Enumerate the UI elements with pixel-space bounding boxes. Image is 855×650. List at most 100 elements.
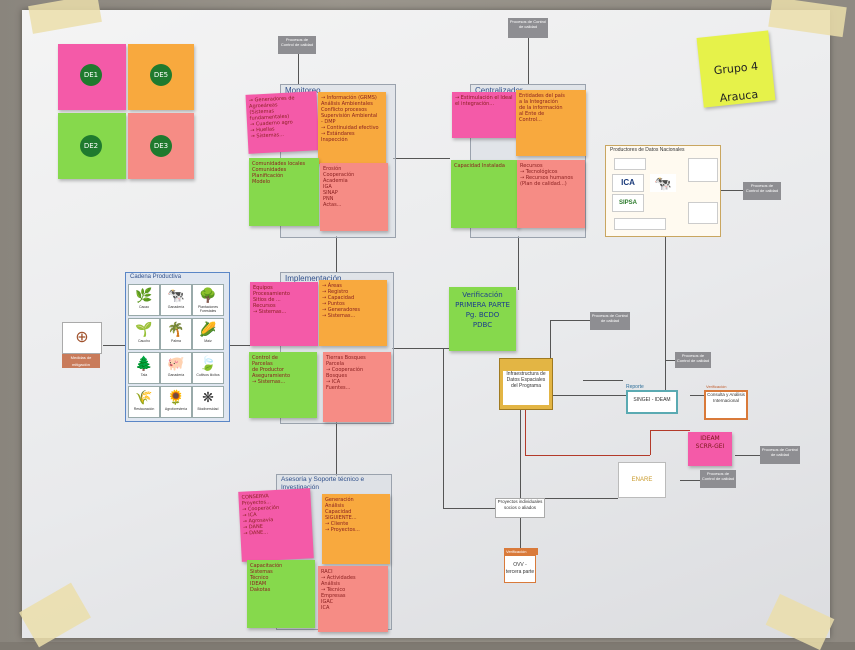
red-connector <box>525 405 526 455</box>
livestock-icon: 🐖Ganadería <box>160 352 192 384</box>
monitoreo-title: Monitoreo <box>285 86 321 95</box>
red-connector <box>525 455 650 456</box>
connector <box>550 320 551 360</box>
enare-box: ENARE <box>618 462 666 498</box>
sticky-note: Recursos → Tecnológicos → Recursos human… <box>517 160 585 228</box>
connector <box>520 505 521 550</box>
de3-label: DE3 <box>150 135 172 157</box>
agrosavia-logo <box>688 202 718 224</box>
sticky-note: CONSERVA Proyectos... → Cooperación → IC… <box>238 488 314 562</box>
hand-icon <box>688 158 718 182</box>
de1-note: DE1 <box>58 44 126 110</box>
leaf-icon: 🍃Cultivos ilícitos <box>192 352 224 384</box>
verificacion-note: Verificación PRIMERA PARTE Pg. BCDO PDBC <box>449 287 516 351</box>
connector <box>392 348 500 349</box>
verificacion-label: Verificación <box>706 384 727 389</box>
de1-label: DE1 <box>80 64 102 86</box>
cow-icon: 🐄 <box>650 174 676 192</box>
connector <box>528 38 529 84</box>
sticky-note: Entidades del país a la Integración de l… <box>516 90 586 156</box>
productores-title: Productores de Datos Nacionales <box>610 147 685 153</box>
plant-icon: 🌱Caucho <box>128 318 160 350</box>
sticky-note: → Áreas → Registro → Capacidad → Puntos … <box>319 280 387 346</box>
proyectos-box: Proyectos individuales socios o aliados <box>495 498 545 518</box>
medidas-label: Medidas de mitigación <box>62 354 100 368</box>
connector <box>690 395 708 396</box>
cacao-icon: 🌿Cacao <box>128 284 160 316</box>
process-control-box: Procesos de Control de calidad <box>590 312 630 330</box>
sticky-note: Equipos Procesamiento Sitios de ... Recu… <box>250 282 318 346</box>
connector <box>103 345 125 346</box>
sticky-note: Tierras Bosques Parcela → Cooperación Bo… <box>323 352 391 422</box>
sticky-note: Erosión Cooperación Academia IGA SINAP P… <box>320 163 388 231</box>
sipsa-logo: SIPSA <box>612 194 644 212</box>
connector <box>550 320 590 321</box>
ide-label: Infraestructura de Datos Espaciales del … <box>503 371 549 405</box>
productores-panel: Productores de Datos Nacionales ICA 🐄 SI… <box>605 145 721 237</box>
process-control-box: Procesos de Control de calidad <box>675 352 711 368</box>
productor-logo <box>614 158 646 170</box>
palm-icon: 🌴Palma <box>160 318 192 350</box>
sticky-note: Generación Análisis Capacidad SIGUIENTE.… <box>322 494 390 564</box>
sticky-note: Control de Parcelas de Productor Asegura… <box>249 352 317 418</box>
tree-icon: 🌲Tala <box>128 352 160 384</box>
sticky-note: Capacitación Sistemas Técnico IDEAM Dako… <box>247 560 315 628</box>
sticky-note: → Información (GRMS) Análisis Ambientale… <box>318 92 386 164</box>
asesoria-title: Asesoría y Soporte técnico e Investigaci… <box>281 476 365 491</box>
connector <box>665 360 675 361</box>
connector <box>443 348 444 508</box>
de5-label: DE5 <box>150 64 172 86</box>
de3-note: DE3 <box>128 113 194 179</box>
consulta-box: Consulta y Análisis Internacional <box>704 390 748 420</box>
connector <box>518 236 519 290</box>
group-note-line1: Grupo 4 <box>713 59 759 78</box>
connector <box>720 190 744 191</box>
mitigation-icon: ⊕ <box>62 322 102 354</box>
minagricultura-logo <box>614 218 666 230</box>
verificacion-label: Verificación <box>504 548 538 555</box>
sticky-note: → Estimulación el Ideal el integración..… <box>452 92 520 138</box>
process-control-box: Procesos de Control de calidad <box>700 470 736 488</box>
connector <box>520 410 521 505</box>
connector <box>665 234 666 394</box>
agroforestry-icon: 🌻Agroforestería <box>160 386 192 418</box>
reporte-label: Reporte <box>626 384 644 390</box>
ovv-box: OVV - tercera parte <box>504 555 536 583</box>
ideam-note: IDEAM SCRR-GEI <box>688 432 732 466</box>
ide-box: Infraestructura de Datos Espaciales del … <box>499 358 553 410</box>
connector <box>542 498 618 499</box>
de2-note: DE2 <box>58 113 126 179</box>
process-control-box: Procesos de Control de calidad <box>508 18 548 38</box>
sticky-note: Capacidad Instalada <box>451 160 519 228</box>
cadena-title: Cadena Productiva <box>130 274 182 280</box>
connector <box>735 455 760 456</box>
red-connector <box>650 430 690 431</box>
sinsigei-box: SINGEI - IDEAM <box>626 390 678 414</box>
process-control-box: Procesos de Control de calidad <box>760 446 800 464</box>
connector <box>443 508 495 509</box>
sticky-note: Comunidades locales Comunidades Planific… <box>249 158 319 226</box>
connector <box>393 158 450 159</box>
sticky-note: RACI → Actividades Análisis → Técnico Em… <box>318 566 388 632</box>
red-connector <box>650 430 651 455</box>
connector <box>680 480 700 481</box>
connector <box>336 236 337 272</box>
connector <box>583 380 623 381</box>
de2-label: DE2 <box>80 135 102 157</box>
restoration-icon: 🌾Restauración <box>128 386 160 418</box>
connector <box>298 54 299 84</box>
ica-logo: ICA <box>612 174 644 192</box>
group-note: Grupo 4 Arauca <box>696 30 776 108</box>
connector <box>228 345 250 346</box>
sticky-note: → Generadores de Agroeáreas (Sistemas fu… <box>245 91 320 154</box>
process-control-box: Procesos de Control de calidad <box>743 182 781 200</box>
centralizador-title: Centralizador <box>475 86 523 95</box>
de5-note: DE5 <box>128 44 194 110</box>
biodiversity-icon: ❋Biodiversidad <box>192 386 224 418</box>
implementacion-title: Implementación <box>285 274 342 283</box>
connector <box>336 422 337 476</box>
tree-icon: 🌳Plantaciones Forestales <box>192 284 224 316</box>
process-control-box: Procesos de Control de calidad <box>278 36 316 54</box>
connector <box>550 395 628 396</box>
corn-icon: 🌽Maíz <box>192 318 224 350</box>
